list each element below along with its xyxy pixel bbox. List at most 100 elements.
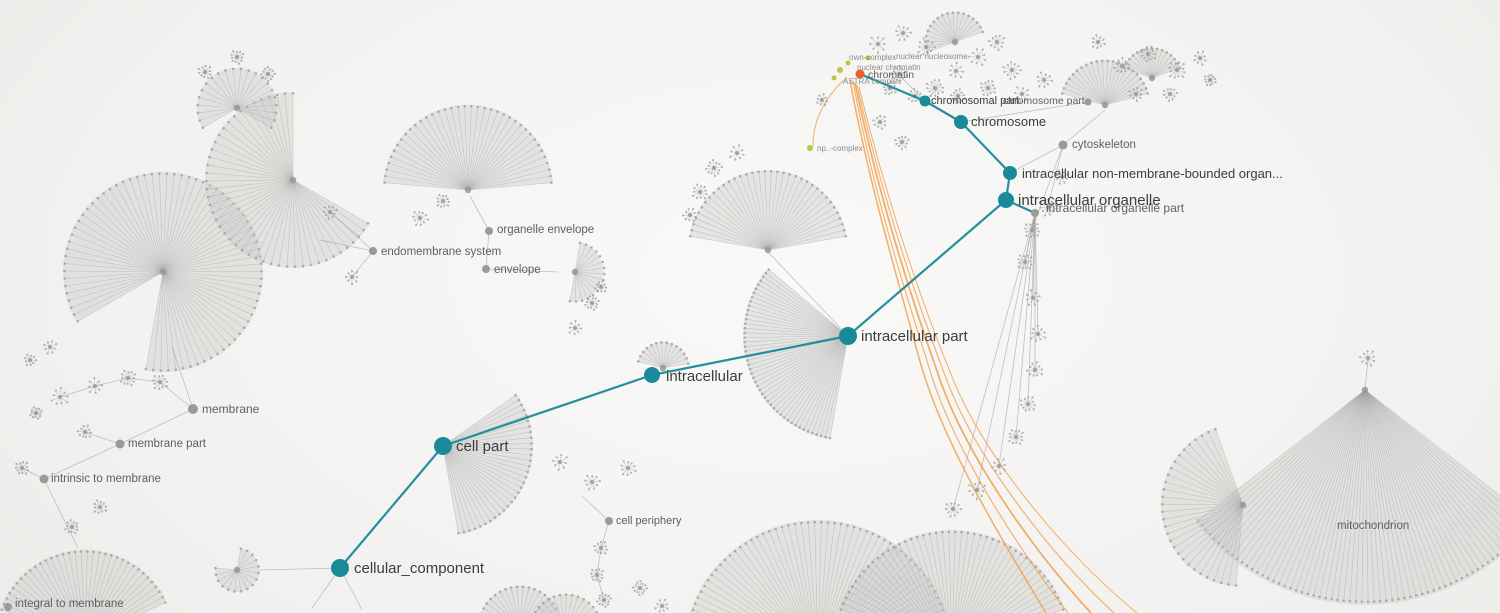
node-intracellular-organelle-part[interactable] bbox=[1031, 209, 1039, 217]
label-mitochondrion[interactable]: mitochondrion bbox=[1337, 520, 1409, 532]
burst-root-node[interactable] bbox=[1031, 296, 1035, 300]
burst-root-node[interactable] bbox=[1120, 64, 1124, 68]
burst-root-node[interactable] bbox=[158, 380, 162, 384]
label-integral-to-membrane[interactable]: integral to membrane bbox=[15, 598, 124, 610]
burst-root-node[interactable] bbox=[876, 42, 880, 46]
label-endomembrane-system[interactable]: endomembrane system bbox=[381, 246, 501, 258]
label-intracellular-organelle-part[interactable]: intracellular organelle part bbox=[1046, 201, 1185, 215]
burst-root-node[interactable] bbox=[1010, 68, 1014, 72]
burst-root-node[interactable] bbox=[93, 384, 97, 388]
enriched-term-dot[interactable] bbox=[837, 67, 843, 73]
cluster-root-node[interactable] bbox=[951, 38, 959, 46]
cluster-root-node[interactable] bbox=[464, 186, 472, 194]
burst-root-node[interactable] bbox=[712, 166, 716, 170]
enriched-term-dot[interactable] bbox=[845, 60, 851, 66]
cluster-root-node[interactable] bbox=[289, 176, 297, 184]
burst-root-node[interactable] bbox=[1060, 175, 1064, 179]
burst-root-node[interactable] bbox=[975, 488, 979, 492]
burst-root-node[interactable] bbox=[48, 345, 52, 349]
burst-root-node[interactable] bbox=[1168, 92, 1172, 96]
node-chromatin[interactable] bbox=[855, 69, 865, 79]
cluster-root-node[interactable] bbox=[659, 364, 667, 372]
node-cytoskeleton[interactable] bbox=[1058, 140, 1068, 150]
burst-root-node[interactable] bbox=[558, 460, 562, 464]
label-chromosomal-part[interactable]: chromosomal part bbox=[931, 95, 1019, 107]
burst-root-node[interactable] bbox=[328, 210, 332, 214]
burst-root-node[interactable] bbox=[820, 98, 824, 102]
burst-root-node[interactable] bbox=[1026, 402, 1030, 406]
burst-root-node[interactable] bbox=[1146, 52, 1150, 56]
burst-root-node[interactable] bbox=[626, 466, 630, 470]
burst-root-node[interactable] bbox=[1014, 435, 1018, 439]
node-intracellular[interactable] bbox=[644, 367, 660, 383]
burst-root-node[interactable] bbox=[954, 69, 958, 73]
node-membrane-part[interactable] bbox=[115, 439, 125, 449]
label-intracellular[interactable]: intracellular bbox=[666, 368, 743, 385]
burst-root-node[interactable] bbox=[638, 586, 642, 590]
burst-root-node[interactable] bbox=[900, 140, 904, 144]
node-cellular-component[interactable] bbox=[331, 559, 349, 577]
node-intracellular-part[interactable] bbox=[839, 327, 857, 345]
burst-root-node[interactable] bbox=[1096, 40, 1100, 44]
burst-root-node[interactable] bbox=[70, 525, 74, 529]
burst-root-node[interactable] bbox=[590, 480, 594, 484]
burst-root-node[interactable] bbox=[1030, 228, 1034, 232]
burst-root-node[interactable] bbox=[956, 94, 960, 98]
enriched-term-dot[interactable] bbox=[831, 75, 837, 81]
burst-root-node[interactable] bbox=[602, 598, 606, 602]
label-intracellular-part[interactable]: intracellular part bbox=[861, 328, 969, 345]
label-chromosome-part[interactable]: chromosome part bbox=[1003, 95, 1085, 107]
label-chromatin[interactable]: chromatin bbox=[868, 69, 914, 81]
burst-root-node[interactable] bbox=[235, 55, 239, 59]
burst-root-node[interactable] bbox=[203, 70, 207, 74]
node-intracellular-nmb-organelle[interactable] bbox=[1003, 166, 1017, 180]
label-chromosome[interactable]: chromosome bbox=[971, 114, 1046, 129]
node-organelle-envelope[interactable] bbox=[485, 227, 493, 235]
burst-root-node[interactable] bbox=[595, 573, 599, 577]
burst-root-node[interactable] bbox=[1046, 205, 1050, 209]
burst-root-node[interactable] bbox=[901, 31, 905, 35]
cluster-root-node[interactable] bbox=[764, 246, 772, 254]
burst-root-node[interactable] bbox=[933, 86, 937, 90]
burst-root-node[interactable] bbox=[995, 40, 999, 44]
burst-root-node[interactable] bbox=[418, 216, 422, 220]
burst-root-node[interactable] bbox=[660, 604, 664, 608]
burst-root-node[interactable] bbox=[1036, 332, 1040, 336]
burst-root-node[interactable] bbox=[976, 55, 980, 59]
burst-root-node[interactable] bbox=[1198, 56, 1202, 60]
node-endomembrane-system[interactable] bbox=[369, 247, 377, 255]
burst-root-node[interactable] bbox=[698, 190, 702, 194]
enriched-term-dot[interactable] bbox=[865, 55, 871, 61]
burst-root-node[interactable] bbox=[1020, 92, 1024, 96]
node-integral-to-membrane[interactable] bbox=[4, 603, 12, 611]
burst-root-node[interactable] bbox=[28, 358, 32, 362]
node-chromosome-part[interactable] bbox=[1084, 98, 1092, 106]
cluster-root-node[interactable] bbox=[1239, 501, 1247, 509]
burst-root-node[interactable] bbox=[1033, 368, 1037, 372]
cluster-root-node[interactable] bbox=[1101, 101, 1109, 109]
node-intracellular-organelle[interactable] bbox=[998, 192, 1014, 208]
node-chromosomal-part[interactable] bbox=[919, 95, 931, 107]
burst-root-node[interactable] bbox=[1175, 68, 1179, 72]
enriched-term-dot[interactable] bbox=[807, 145, 813, 151]
burst-root-node[interactable] bbox=[878, 120, 882, 124]
burst-root-node[interactable] bbox=[1023, 260, 1027, 264]
burst-root-node[interactable] bbox=[1134, 92, 1138, 96]
node-membrane[interactable] bbox=[188, 404, 198, 414]
label-membrane[interactable]: membrane bbox=[202, 402, 260, 416]
burst-root-node[interactable] bbox=[735, 151, 739, 155]
node-chromosome[interactable] bbox=[954, 115, 968, 129]
burst-root-node[interactable] bbox=[1208, 78, 1212, 82]
cluster-root-node[interactable] bbox=[233, 104, 241, 112]
label-organelle-envelope[interactable]: organelle envelope bbox=[497, 224, 594, 236]
node-cell-part[interactable] bbox=[434, 437, 452, 455]
label-cytoskeleton[interactable]: cytoskeleton bbox=[1072, 139, 1136, 151]
burst-root-node[interactable] bbox=[266, 72, 270, 76]
label-cell-periphery[interactable]: cell periphery bbox=[616, 515, 682, 527]
label-intracellular-nmb-organelle[interactable]: intracellular non-membrane-bounded organ… bbox=[1022, 166, 1283, 181]
label-envelope[interactable]: envelope bbox=[494, 264, 541, 276]
burst-root-node[interactable] bbox=[590, 301, 594, 305]
burst-root-node[interactable] bbox=[1042, 78, 1046, 82]
